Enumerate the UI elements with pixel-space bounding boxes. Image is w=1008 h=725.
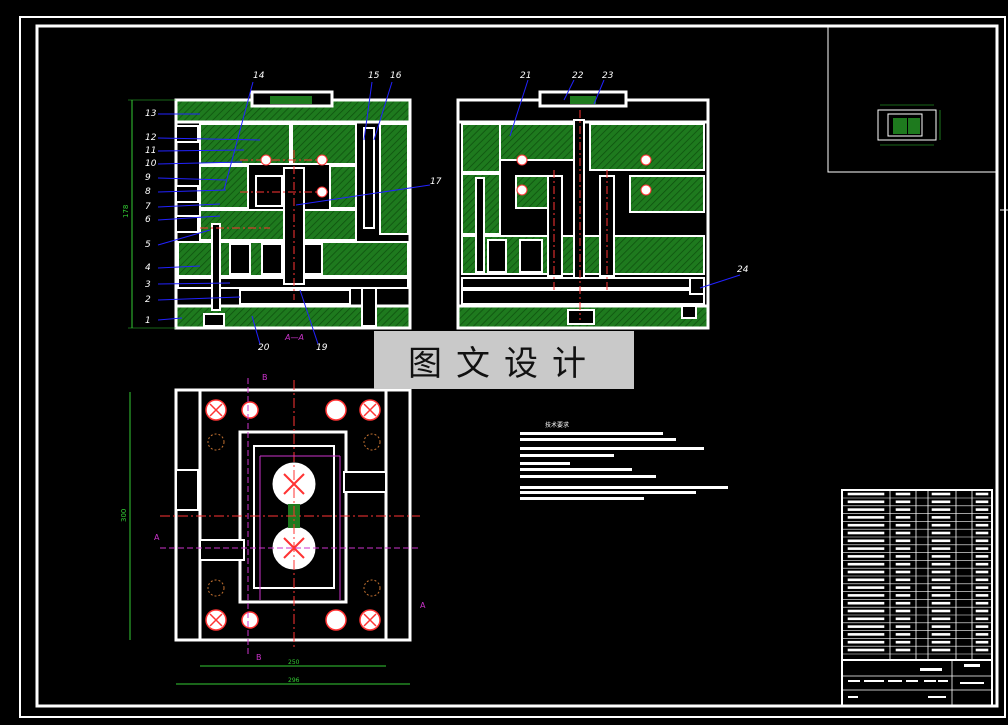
part-number-7: 7	[145, 202, 151, 212]
marker-a-left: A	[154, 533, 160, 542]
dim-plan-height: 300	[120, 509, 128, 522]
part-number-20: 20	[258, 343, 270, 353]
tech-requirements-lines	[520, 432, 728, 500]
tech-requirements-title: 技术要求	[545, 422, 570, 429]
part-number-19: 19	[316, 343, 328, 353]
inner-border	[35, 24, 999, 708]
part-number-12: 12	[145, 133, 157, 143]
part-number-15: 15	[368, 71, 380, 81]
part-number-8: 8	[145, 187, 151, 197]
marker-b-top: B	[262, 373, 268, 382]
right-section-view	[456, 79, 741, 330]
section-label-aa: A—A	[284, 333, 304, 342]
part-number-6: 6	[145, 215, 151, 225]
part-number-14: 14	[253, 71, 265, 81]
outer-border	[19, 16, 1006, 718]
part-thumbnail	[827, 26, 997, 173]
part-number-13: 13	[145, 109, 157, 119]
part-number-10: 10	[145, 159, 157, 169]
part-number-3: 3	[145, 280, 151, 290]
part-number-1: 1	[145, 316, 151, 326]
dim-plan-width-inner: 250	[288, 659, 300, 666]
marker-a-right: A	[420, 601, 426, 610]
part-number-24: 24	[737, 265, 749, 275]
part-number-16: 16	[390, 71, 402, 81]
left-section-view: 178 A—A	[122, 81, 431, 345]
title-block	[841, 659, 993, 707]
watermark-label: 图文设计	[374, 331, 634, 389]
part-number-23: 23	[602, 71, 614, 81]
part-number-21: 21	[520, 71, 531, 81]
part-number-22: 22	[572, 71, 584, 81]
part-number-4: 4	[145, 263, 151, 273]
marker-b-bottom: B	[256, 653, 262, 662]
part-number-2: 2	[145, 295, 151, 305]
part-number-17: 17	[430, 177, 442, 187]
dim-overall-height: 178	[122, 205, 130, 218]
part-number-9: 9	[145, 173, 151, 183]
part-number-5: 5	[145, 240, 151, 250]
part-number-11: 11	[145, 146, 156, 156]
plan-view: A A B B 300 250 296	[120, 373, 426, 685]
bill-of-materials	[841, 489, 993, 661]
dim-plan-width-outer: 296	[288, 677, 300, 684]
